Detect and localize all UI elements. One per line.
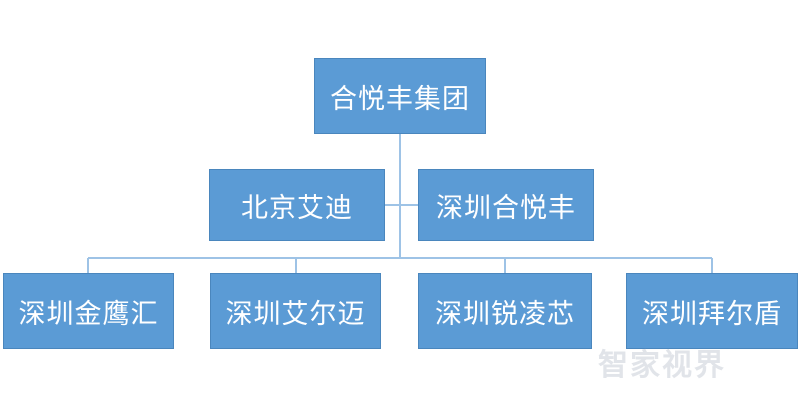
node-shenzhen-ruilingxin: 深圳锐凌芯: [418, 273, 592, 349]
node-shenzhen-jinyinghui: 深圳金鹰汇: [3, 273, 174, 349]
node-beijing-aidi: 北京艾迪: [209, 169, 385, 241]
node-shenzhen-heyuefeng: 深圳合悦丰: [418, 169, 594, 241]
node-shenzhen-baierdun: 深圳拜尔盾: [626, 273, 798, 349]
node-root-group: 合悦丰集团: [314, 58, 486, 134]
node-shenzhen-aiermai: 深圳艾尔迈: [210, 273, 381, 349]
